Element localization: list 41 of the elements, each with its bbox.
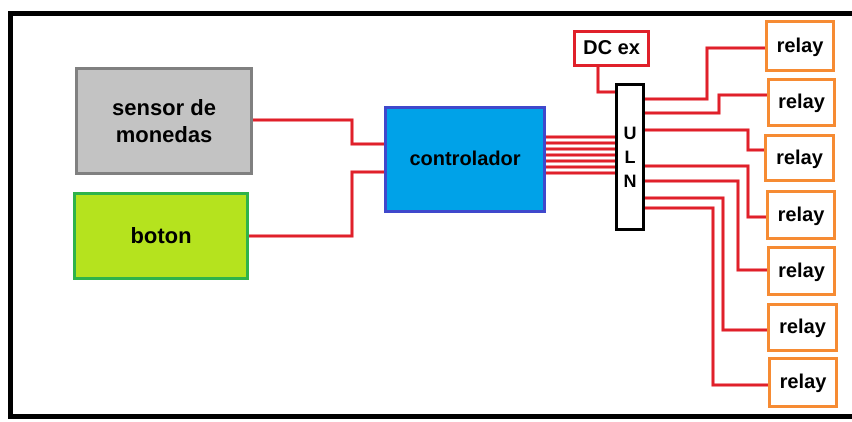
wire	[249, 170, 384, 238]
wire	[546, 172, 615, 174]
box-label: relay	[779, 315, 826, 340]
wire	[645, 206, 768, 386]
box-label: relay	[778, 258, 825, 284]
wire	[645, 128, 764, 152]
wire	[546, 160, 615, 162]
wire	[645, 196, 767, 332]
wire	[645, 94, 767, 114]
wire	[546, 148, 615, 150]
controller-box	[384, 106, 546, 213]
wire	[253, 118, 384, 146]
chip-label: ULN	[622, 122, 638, 194]
box-label: controlador	[409, 147, 521, 172]
wire	[546, 166, 615, 168]
wire	[645, 46, 765, 100]
box-label: relay	[776, 34, 824, 58]
box-label: boton	[130, 222, 192, 250]
wire	[645, 180, 767, 272]
box-label: sensor de monedas	[111, 94, 217, 148]
wire	[546, 142, 615, 144]
wire	[546, 136, 615, 138]
sensor-box	[75, 67, 253, 175]
box-label: relay	[778, 90, 825, 115]
button-box	[73, 192, 249, 280]
relay-box	[766, 190, 836, 240]
wire	[596, 67, 615, 94]
relay-box	[767, 303, 838, 352]
box-label: relay	[780, 370, 826, 395]
box-label: relay	[778, 202, 824, 228]
wire	[546, 154, 615, 156]
relay-box	[768, 357, 838, 408]
box-label: DC ex	[583, 36, 640, 61]
relay-box	[765, 20, 835, 72]
relay-box	[767, 246, 836, 296]
relay-box	[764, 134, 835, 182]
driver-chip	[615, 83, 645, 231]
power-box	[573, 30, 650, 67]
relay-box	[767, 78, 836, 127]
wire	[645, 164, 766, 218]
box-label: relay	[776, 146, 823, 170]
